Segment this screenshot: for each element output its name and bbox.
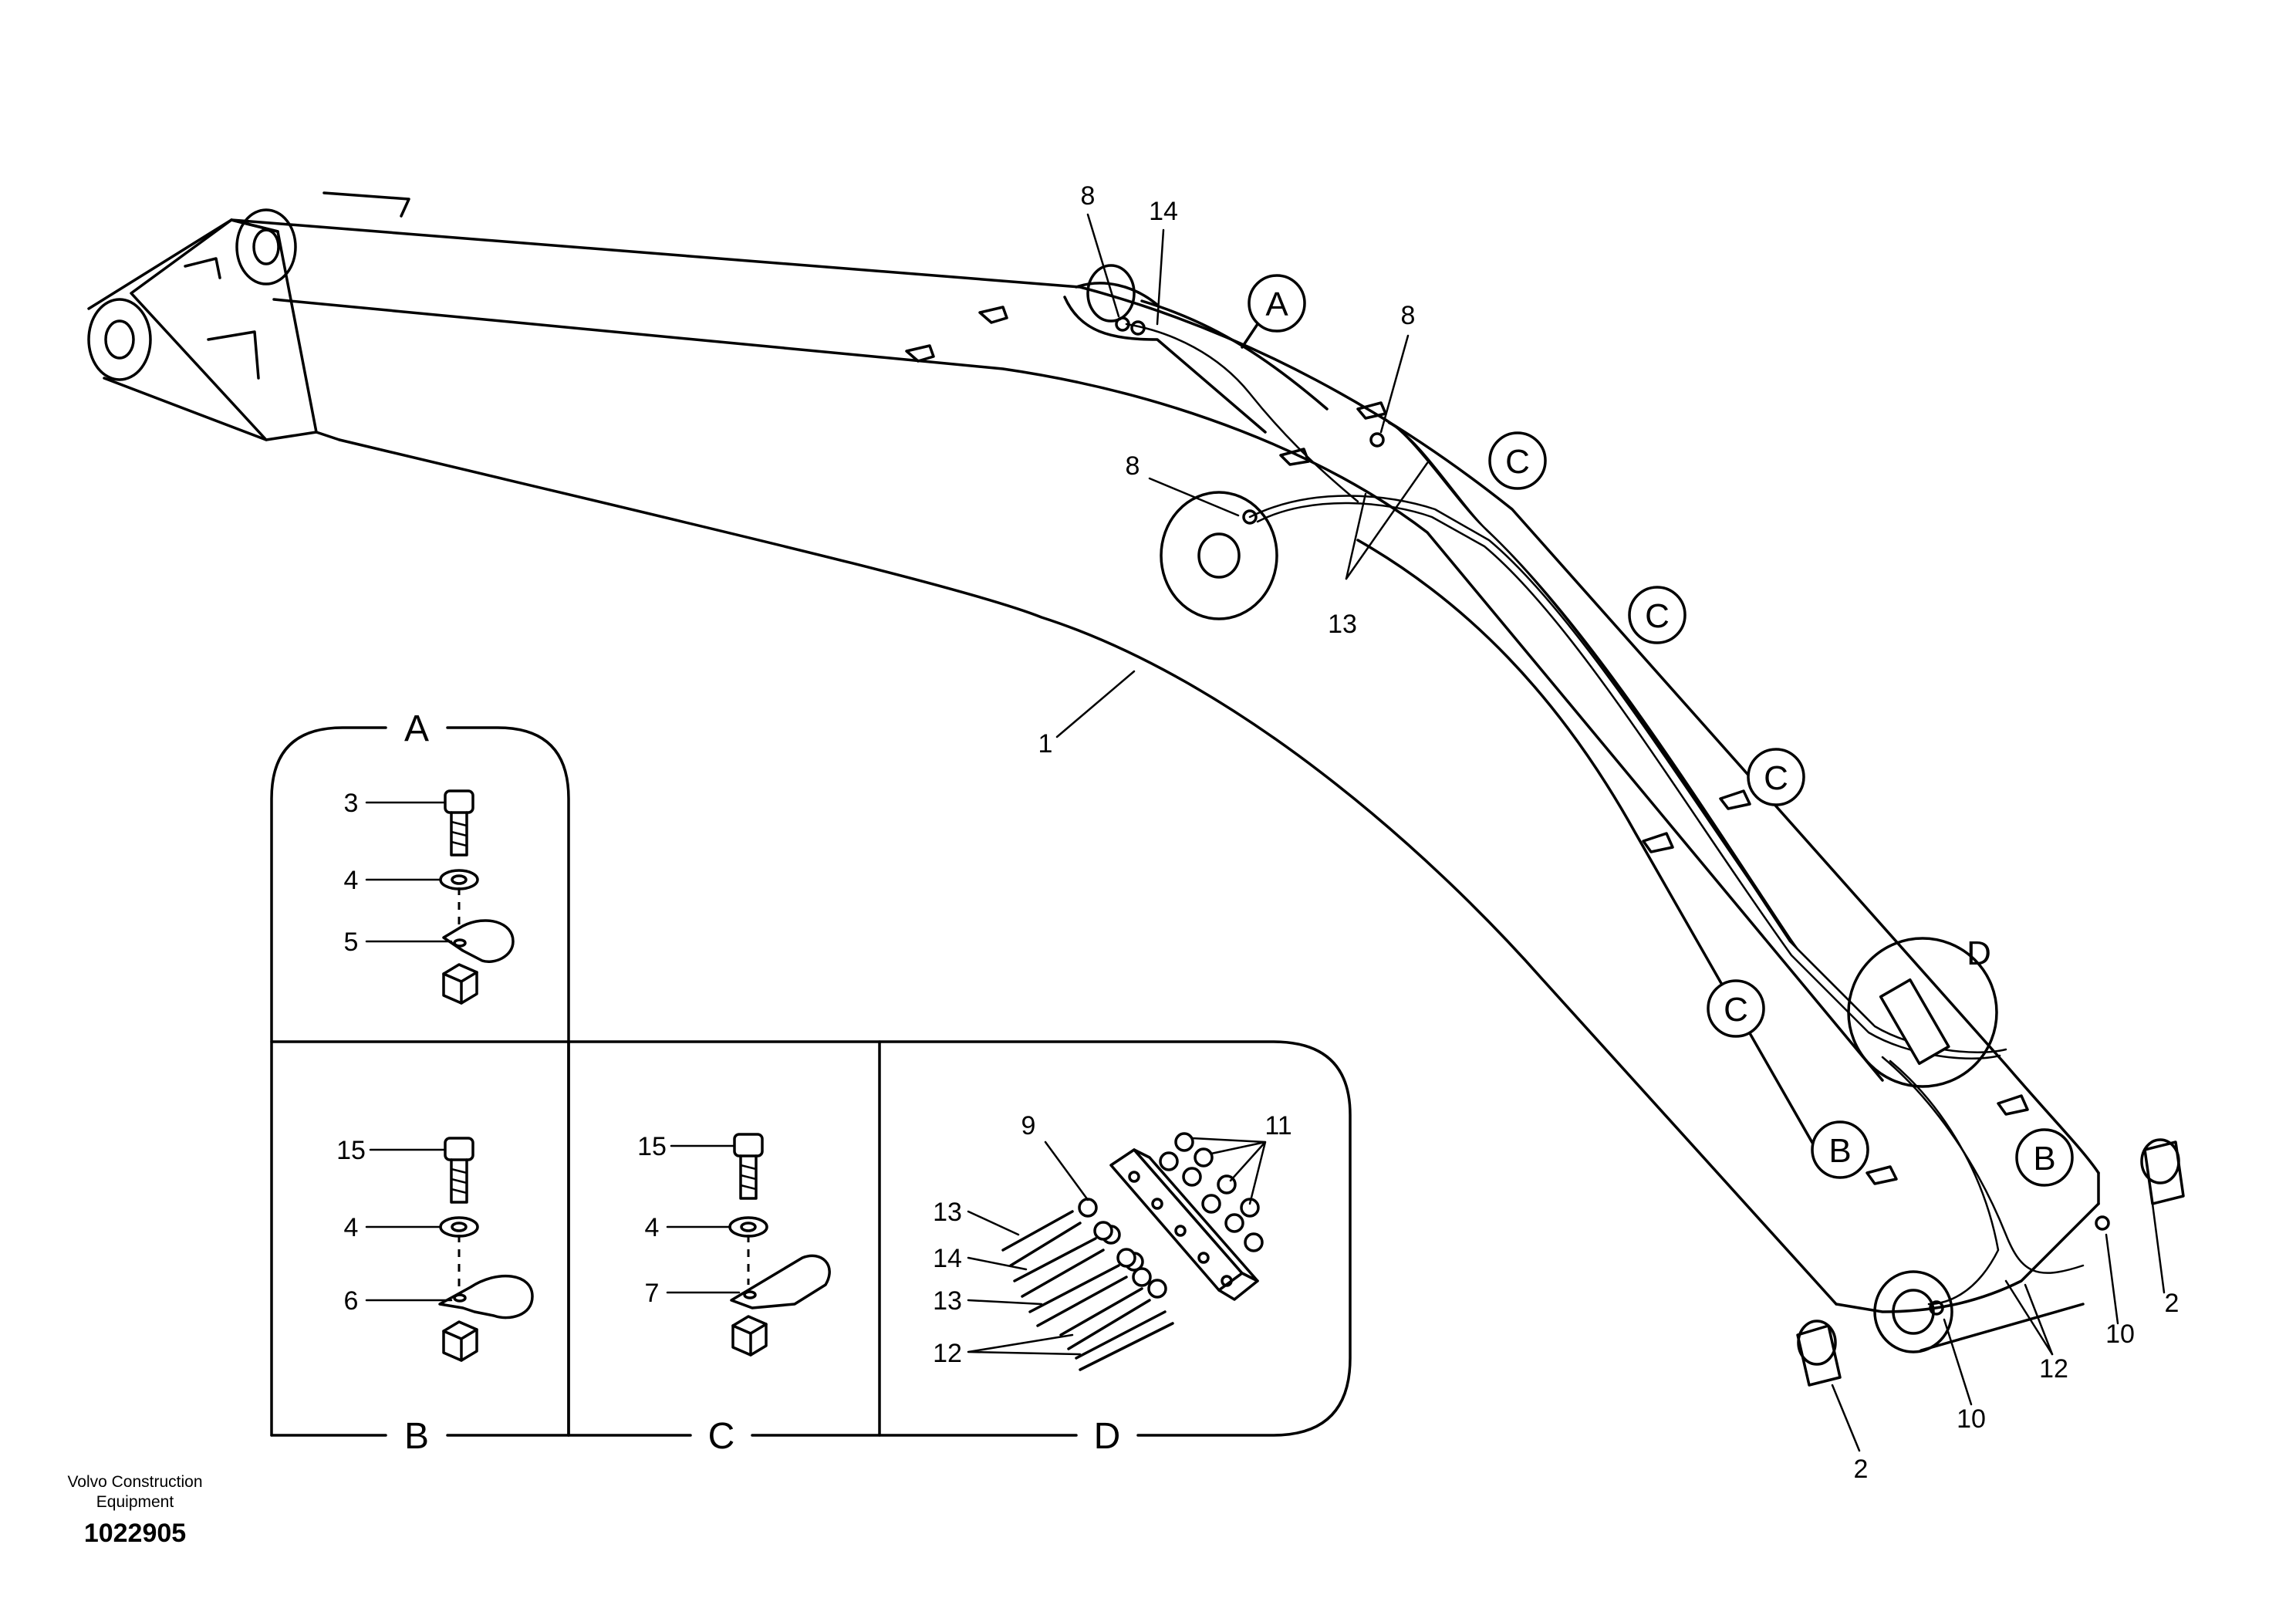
callout-a: A — [1241, 274, 1306, 349]
main-part-labels: 8 14 8 8 13 1 2 2 10 10 12 — [1038, 181, 2180, 1484]
svg-text:4: 4 — [344, 1213, 359, 1242]
svg-text:13: 13 — [933, 1198, 962, 1227]
drawing-number: 1022905 — [83, 1519, 187, 1548]
footer-company: Volvo Construction Equipment — [46, 1472, 224, 1512]
svg-text:B: B — [1828, 1132, 1851, 1170]
svg-text:C: C — [1764, 759, 1788, 797]
callout-b-1: B — [1811, 1120, 1869, 1179]
callout-c-3: C — [1747, 748, 1805, 806]
svg-text:5: 5 — [344, 928, 359, 957]
detail-frames — [270, 726, 1352, 1437]
detail-titles: A B C D — [404, 708, 1120, 1457]
detail-d: 9 11 13 14 13 12 — [933, 1111, 1292, 1371]
detail-a: 3 4 5 — [344, 789, 515, 1005]
svg-text:6: 6 — [344, 1286, 359, 1316]
svg-text:3: 3 — [344, 789, 359, 818]
svg-text:14: 14 — [1149, 197, 1178, 226]
svg-text:C: C — [1505, 443, 1530, 481]
svg-text:D: D — [1094, 1416, 1121, 1457]
footer-company-line1: Volvo Construction — [67, 1473, 203, 1491]
svg-text:4: 4 — [645, 1213, 660, 1242]
svg-text:8: 8 — [1081, 181, 1096, 211]
svg-text:13: 13 — [933, 1286, 962, 1316]
boom-body — [87, 191, 2100, 1353]
svg-text:14: 14 — [933, 1244, 962, 1273]
svg-text:C: C — [1724, 991, 1748, 1029]
svg-text:15: 15 — [336, 1136, 366, 1165]
svg-text:1: 1 — [1038, 729, 1053, 759]
svg-text:11: 11 — [1264, 1111, 1292, 1140]
svg-text:15: 15 — [637, 1132, 667, 1161]
callout-d: D — [1847, 934, 1998, 1088]
svg-text:7: 7 — [645, 1279, 660, 1308]
pin-bushings — [1796, 1138, 2185, 1387]
svg-text:C: C — [1645, 597, 1670, 635]
svg-text:9: 9 — [1021, 1111, 1036, 1140]
svg-text:4: 4 — [344, 866, 359, 895]
svg-text:12: 12 — [933, 1339, 962, 1368]
svg-text:A: A — [404, 708, 429, 749]
svg-text:A: A — [1265, 286, 1288, 323]
callout-c-4: C — [1707, 979, 1765, 1038]
svg-text:2: 2 — [1854, 1455, 1869, 1484]
detail-b: 15 4 6 — [336, 1136, 534, 1362]
callout-c-2: C — [1628, 586, 1687, 644]
svg-text:12: 12 — [2039, 1354, 2068, 1384]
svg-text:10: 10 — [1957, 1404, 1986, 1434]
callout-c-1: C — [1488, 431, 1547, 490]
svg-text:D: D — [1967, 934, 1991, 972]
svg-text:8: 8 — [1126, 451, 1140, 481]
svg-text:C: C — [708, 1416, 735, 1457]
svg-text:13: 13 — [1328, 610, 1357, 639]
footer-company-line2: Equipment — [96, 1493, 174, 1511]
svg-text:2: 2 — [2165, 1289, 2180, 1318]
hose-bundle — [1115, 316, 2110, 1316]
svg-text:8: 8 — [1401, 301, 1416, 330]
callout-b-2: B — [2015, 1128, 2074, 1187]
detail-c: 15 4 7 — [637, 1132, 831, 1357]
svg-text:B: B — [404, 1416, 429, 1457]
svg-text:B: B — [2033, 1140, 2055, 1178]
svg-text:10: 10 — [2105, 1320, 2135, 1349]
